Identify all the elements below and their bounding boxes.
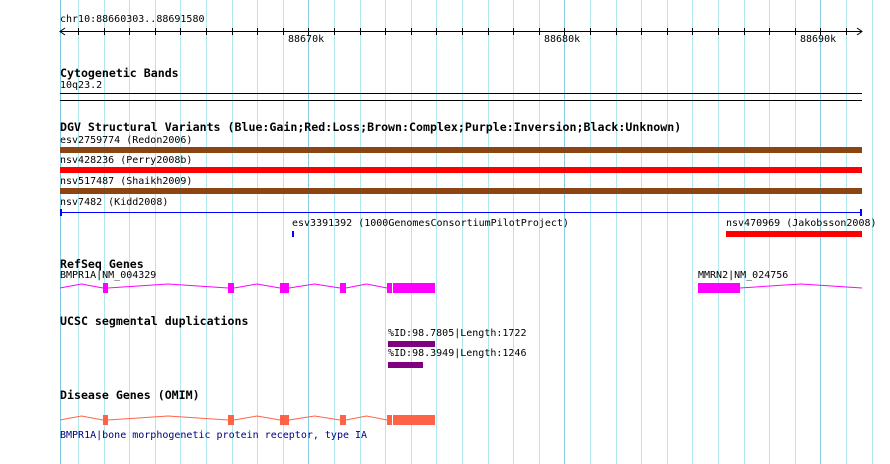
omim-gene-exon[interactable] (393, 415, 435, 425)
refseq-gene-exon[interactable] (387, 283, 392, 293)
refseq-gene-exon[interactable] (228, 283, 234, 293)
refseq-gene-intron (739, 283, 863, 289)
ruler-tick-label: 88690k (800, 34, 837, 45)
dgv-feature-endcap (60, 209, 62, 216)
omim-gene-exon[interactable] (103, 415, 108, 425)
refseq-gene-label[interactable]: BMPR1A|NM_004329 (60, 270, 157, 281)
omim-gene-exon[interactable] (387, 415, 392, 425)
dgv-feature-bar[interactable] (60, 167, 862, 173)
segdup-feature-label[interactable]: %ID:98.3949|Length:1246 (388, 348, 527, 359)
omim-gene-exon[interactable] (228, 415, 234, 425)
dgv-feature-label[interactable]: nsv517487 (Shaikh2009) (60, 176, 193, 187)
dgv-feature-label[interactable]: esv3391392 (1000GenomesConsortiumPilotPr… (292, 218, 569, 229)
omim-gene-label[interactable]: BMPR1A|bone morphogenetic protein recept… (60, 430, 368, 441)
ruler-right-arrow-icon[interactable] (856, 27, 863, 36)
track-title-omim[interactable]: Disease Genes (OMIM) (60, 388, 200, 402)
refseq-gene-exon[interactable] (393, 283, 435, 293)
dgv-feature-bar[interactable] (60, 147, 862, 153)
omim-gene-exon[interactable] (280, 415, 289, 425)
dgv-feature-bar[interactable] (726, 231, 862, 237)
refseq-gene-label[interactable]: MMRN2|NM_024756 (698, 270, 789, 281)
ruler-tick-label: 88670k (288, 34, 325, 45)
segdup-feature-label[interactable]: %ID:98.7805|Length:1722 (388, 328, 527, 339)
dgv-feature-label[interactable]: esv2759774 (Redon2006) (60, 135, 193, 146)
segdup-feature-bar[interactable] (388, 362, 423, 368)
track-title-refseq[interactable]: RefSeq Genes (60, 257, 144, 271)
omim-gene-exon[interactable] (340, 415, 346, 425)
refseq-gene-intron (59, 283, 388, 289)
track-title-segdup[interactable]: UCSC segmental duplications (60, 314, 249, 328)
dgv-feature-label[interactable]: nsv428236 (Perry2008b) (60, 155, 193, 166)
refseq-gene-exon[interactable] (103, 283, 108, 293)
omim-gene-intron (59, 415, 388, 421)
dgv-feature-bar[interactable] (60, 188, 862, 194)
dgv-feature-endcap (860, 209, 862, 216)
segdup-feature-bar[interactable] (388, 341, 435, 347)
refseq-gene-exon[interactable] (698, 283, 740, 293)
refseq-gene-exon[interactable] (340, 283, 346, 293)
dgv-feature-label[interactable]: nsv470969 (Jakobsson2008) (726, 218, 877, 229)
track-title-cytoband[interactable]: Cytogenetic Bands (60, 66, 179, 80)
dgv-feature-label[interactable]: nsv7482 (Kidd2008) (60, 197, 169, 208)
cytoband-label[interactable]: 10q23.2 (60, 80, 103, 91)
ruler-left-arrow-icon[interactable] (59, 27, 66, 36)
ruler-range-label: chr10:88660303..88691580 (60, 14, 205, 25)
dgv-feature-bar[interactable] (292, 231, 294, 237)
track-title-dgv[interactable]: DGV Structural Variants (Blue:Gain;Red:L… (60, 120, 682, 134)
ruler-tick-label: 88680k (544, 34, 581, 45)
refseq-gene-exon[interactable] (280, 283, 289, 293)
